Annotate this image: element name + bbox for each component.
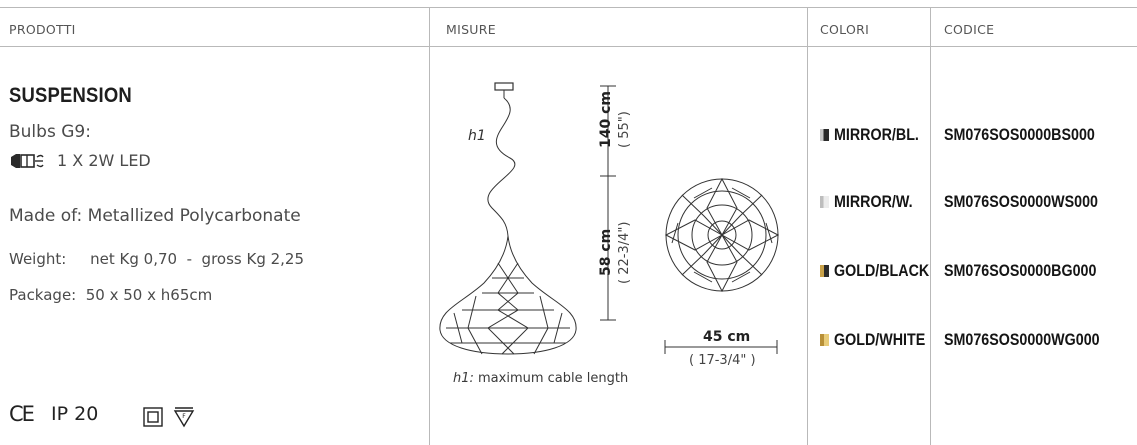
product-code: SM076SOS0000WS000 — [944, 192, 1099, 211]
color-name: GOLD/WHITE — [834, 330, 926, 349]
lamp-height-cm: 58 cm — [598, 229, 614, 276]
swatch-mirror-white — [820, 196, 829, 208]
cable-note-key: h1: — [453, 371, 474, 386]
double-insulation-icon — [143, 407, 163, 427]
cable-length-in: ( 55") — [617, 111, 632, 148]
product-code: SM076SOS0000BS000 — [944, 125, 1095, 144]
column-header-products: PRODOTTI — [9, 22, 76, 37]
column-divider-3 — [930, 7, 931, 445]
column-header-code: CODICE — [944, 22, 995, 37]
ce-mark-icon: CE — [9, 402, 35, 426]
product-dimension-drawing: h1 140 cm ( 55") 58 cm ( 22-3/4") 45 cm … — [439, 82, 780, 368]
cable-length-cm: 140 cm — [598, 91, 614, 148]
column-divider-2 — [807, 7, 808, 445]
cable-note-text: maximum cable length — [473, 371, 629, 386]
package-text: Package: 50 x 50 x h65cm — [9, 286, 213, 304]
swatch-gold-white — [820, 334, 829, 346]
bulbs-label: Bulbs G9: — [9, 122, 91, 142]
product-title: SUSPENSION — [9, 84, 132, 107]
column-header-sizes: MISURE — [446, 22, 496, 37]
surface-mount-triangle-icon: F — [173, 407, 195, 428]
color-name: GOLD/BLACK — [834, 261, 930, 280]
h1-label: h1 — [468, 128, 486, 144]
material-text: Made of: Metallized Polycarbonate — [9, 206, 301, 226]
width-cm: 45 cm — [703, 329, 750, 345]
svg-text:F: F — [182, 413, 186, 420]
cable-note: h1: maximum cable length — [453, 371, 628, 386]
color-name: MIRROR/W. — [834, 192, 913, 211]
color-name: MIRROR/BL. — [834, 125, 919, 144]
pendant-lamp-shape — [439, 235, 577, 355]
bulb-spec-row: 1 X 2W LED — [9, 150, 269, 172]
product-code: SM076SOS0000BG000 — [944, 261, 1097, 280]
swatch-gold-black — [820, 265, 829, 277]
ip-rating: IP 20 — [51, 403, 99, 425]
header-bottom-rule — [0, 46, 1137, 47]
lamp-height-in: ( 22-3/4") — [617, 222, 632, 284]
bulb-icon — [11, 154, 44, 168]
swatch-mirror-black — [820, 129, 829, 141]
certifications-row: CE IP 20 F — [9, 402, 219, 432]
bulb-spec: 1 X 2W LED — [57, 151, 151, 170]
width-in: ( 17-3/4" ) — [689, 353, 756, 368]
column-divider-1 — [429, 7, 430, 445]
weight-text: Weight: net Kg 0,70 - gross Kg 2,25 — [9, 250, 305, 268]
column-header-colors: COLORI — [820, 22, 870, 37]
cable-line — [487, 97, 516, 237]
product-code: SM076SOS0000WG000 — [944, 330, 1100, 349]
header-top-rule — [0, 7, 1137, 8]
ceiling-canopy-icon — [494, 82, 514, 91]
top-view-shape — [664, 177, 780, 293]
